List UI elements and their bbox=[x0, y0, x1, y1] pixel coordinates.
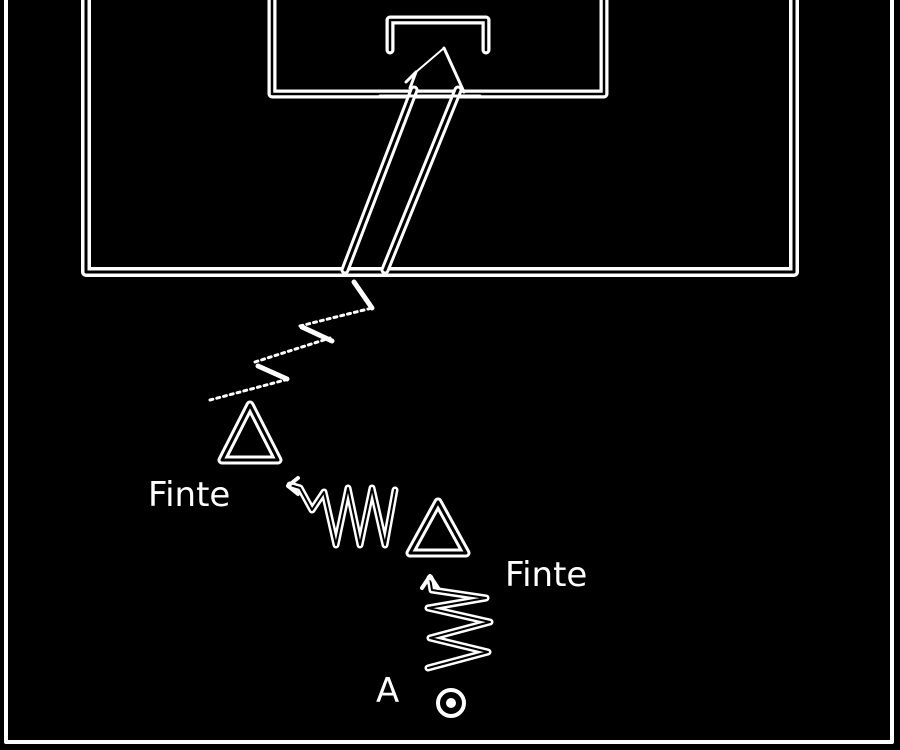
run-line-left-inner bbox=[343, 88, 416, 272]
cone-left-inner bbox=[220, 403, 280, 462]
arrow-head-icon bbox=[286, 476, 300, 496]
feint-label-right: Finte bbox=[505, 555, 587, 595]
arrow-head-icon bbox=[420, 574, 440, 590]
player-label: A bbox=[376, 671, 399, 711]
pitch-boundary bbox=[4, 0, 894, 744]
run-line-right-inner bbox=[383, 88, 460, 272]
triangle-cone-icon bbox=[217, 400, 283, 465]
goal-frame-icon bbox=[385, 15, 491, 55]
penalty-area-inner bbox=[84, 0, 796, 274]
goal-frame-inner bbox=[388, 18, 488, 52]
goal-area-inner bbox=[270, 0, 606, 96]
shot-line-2 bbox=[442, 46, 466, 94]
dribble-zigzag-lower-inner bbox=[427, 577, 491, 669]
pass-markers bbox=[255, 279, 375, 382]
dribble-zigzag-upper-inner bbox=[289, 484, 396, 546]
goal-area bbox=[267, 0, 609, 99]
ball-icon bbox=[436, 688, 466, 718]
dotted-pass bbox=[208, 306, 374, 402]
shot-line bbox=[415, 47, 445, 73]
triangle-cone-icon bbox=[405, 497, 471, 558]
ball-core bbox=[446, 698, 456, 708]
arrow-head-icon bbox=[404, 70, 418, 90]
cone-right-inner bbox=[408, 500, 468, 555]
feint-label-left: Finte bbox=[148, 475, 230, 515]
